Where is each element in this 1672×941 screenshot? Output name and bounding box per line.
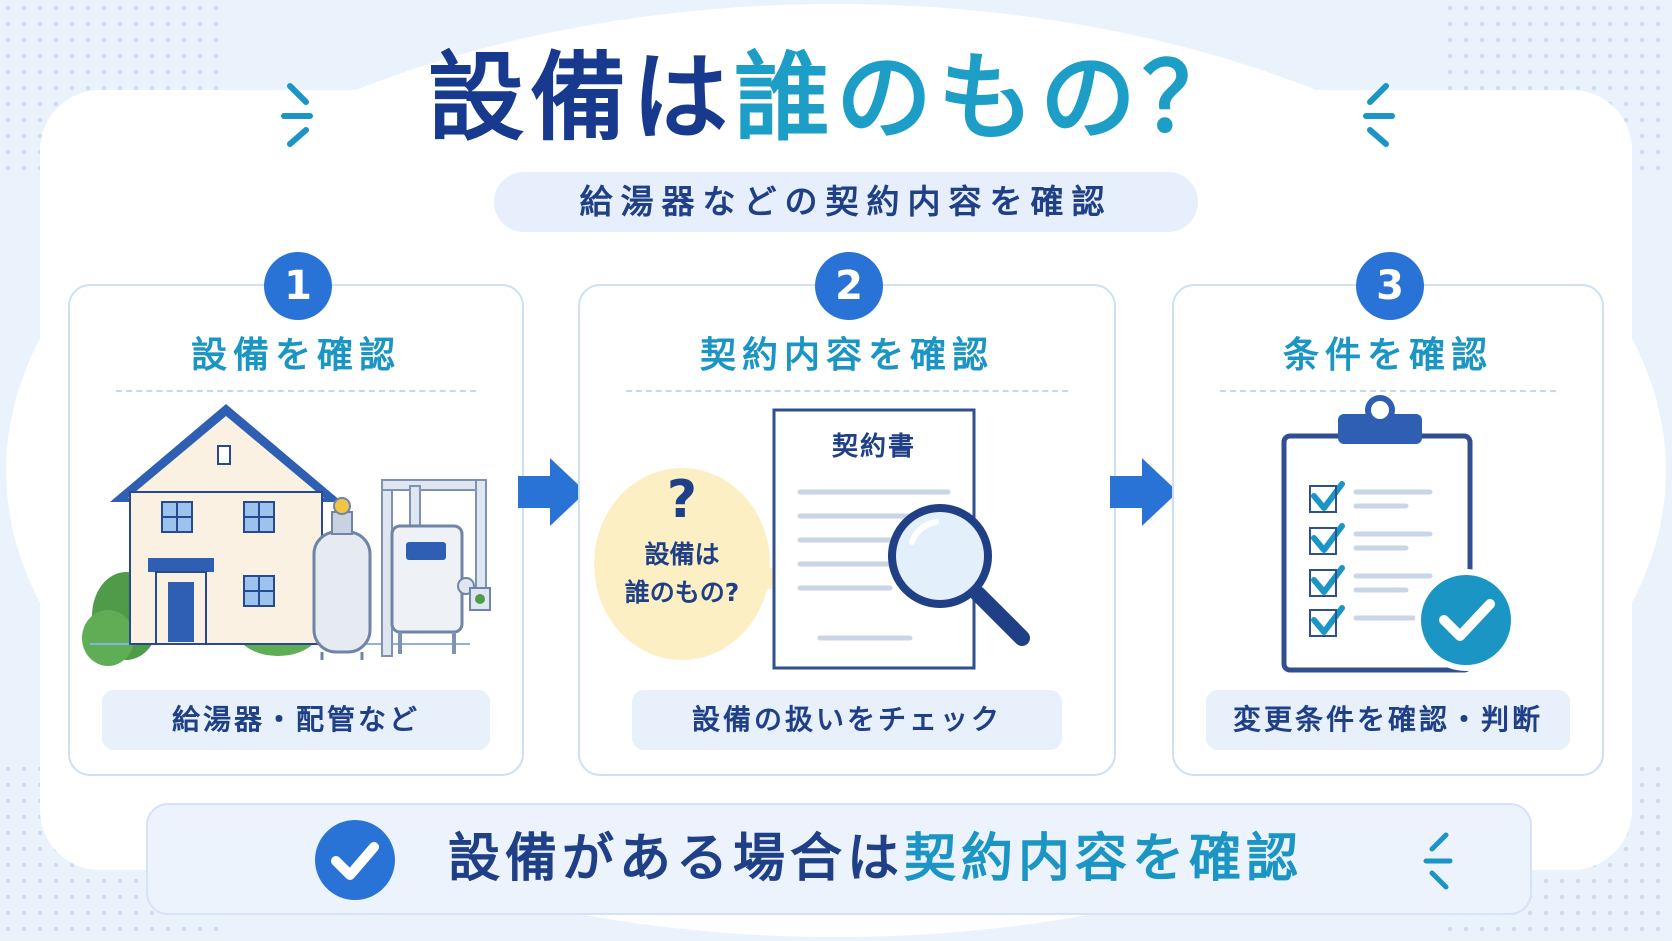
divider bbox=[1220, 390, 1556, 392]
divider bbox=[626, 390, 1068, 392]
step-number-badge: 1 bbox=[264, 252, 332, 320]
step-card-3: 3 条件を確認 bbox=[1172, 252, 1604, 776]
subtitle-pill: 給湯器などの契約内容を確認 bbox=[494, 172, 1198, 232]
conclusion-part1: 設備がある場合は bbox=[448, 829, 905, 889]
document-label: 契約書 bbox=[831, 432, 916, 462]
step-card-1: 1 設備を確認 bbox=[68, 252, 524, 776]
question-mark: ? bbox=[666, 470, 698, 530]
step-title: 契約内容を確認 bbox=[699, 335, 994, 376]
bubble-text: 設備は 誰のもの? bbox=[594, 536, 770, 612]
divider bbox=[116, 390, 476, 392]
clipboard-checklist-icon bbox=[1281, 395, 1517, 673]
bubble-line-1: 設備は bbox=[644, 540, 720, 569]
check-circle-icon bbox=[315, 820, 395, 900]
step-title: 条件を確認 bbox=[1282, 335, 1493, 376]
title-part2: 誰のもの？ bbox=[734, 42, 1244, 154]
arrow-right-icon bbox=[1110, 458, 1178, 526]
step-number-badge: 3 bbox=[1356, 252, 1424, 320]
step-card-2: 2 契約内容を確認 契約書 ? 設備は 誰のもの? bbox=[578, 252, 1116, 776]
title-part1: 設備は bbox=[428, 42, 734, 154]
step-caption: 変更条件を確認・判断 bbox=[1206, 690, 1570, 750]
house-water-heater-icon bbox=[82, 404, 491, 666]
bubble-line-2: 誰のもの? bbox=[624, 578, 740, 607]
conclusion-text: 設備がある場合は契約内容を確認 bbox=[448, 805, 1303, 913]
conclusion-part2: 契約内容を確認 bbox=[904, 829, 1304, 889]
burst-icon bbox=[1423, 832, 1453, 890]
page-title: 設備は誰のもの？ bbox=[0, 38, 1672, 158]
arrow-right-icon bbox=[518, 458, 586, 526]
right-burst-icon bbox=[1363, 83, 1395, 147]
step-title: 設備を確認 bbox=[190, 335, 401, 376]
step-caption: 給湯器・配管など bbox=[102, 690, 490, 750]
contract-magnifier-icon bbox=[594, 408, 1030, 670]
conclusion-banner: 設備がある場合は契約内容を確認 bbox=[146, 803, 1532, 915]
left-burst-icon bbox=[281, 83, 313, 147]
step-caption: 設備の扱いをチェック bbox=[632, 690, 1062, 750]
step-number-badge: 2 bbox=[815, 252, 883, 320]
